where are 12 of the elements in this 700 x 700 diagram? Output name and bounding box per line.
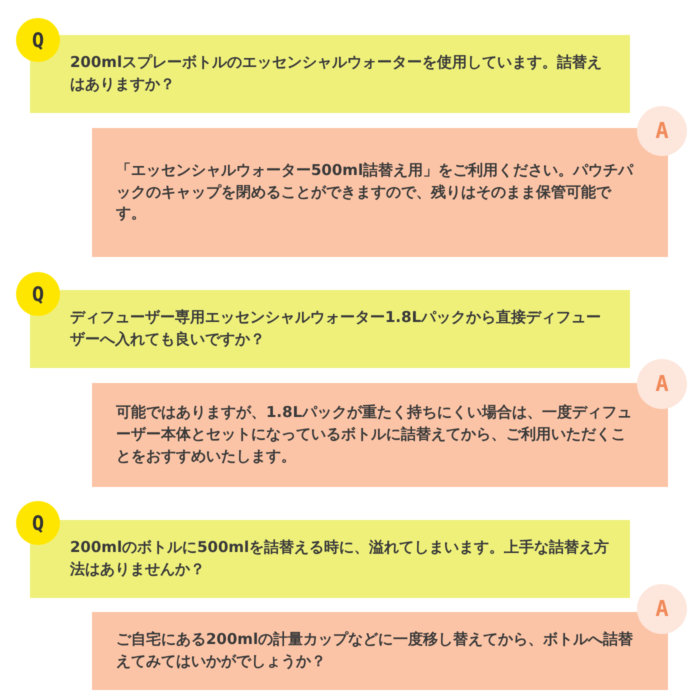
answer-marker: A [637,359,687,409]
answer-marker: A [637,106,687,156]
answer-text: 可能ではありますが、1.8Lパックが重たく持ちにくい場合は、一度ディフューザー本体とセットになっているボトルに詰替えてから、ご利用いただくことをおすすめいたします。 [116,402,634,467]
question-marker: Q [16,18,60,62]
answer-text: ご自宅にある200mlの計量カップなどに一度移し替えてから、ボトルへ詰替えてみてはいかがでしょうか？ [116,629,634,672]
answer-text: 「エッセンシャルウォーター500ml詰替え用」をご利用ください。パウチパックのキャップを閉めることができますので、残りはそのまま保管可能です。 [116,160,634,224]
question-marker: Q [16,272,60,316]
question-text: ディフューザー専用エッセンシャルウォーター1.8Lパックから直接ディフューザーへ入れても良いですか？ [70,307,602,350]
question-marker: Q [16,501,60,545]
question-text: 200mlスプレーボトルのエッセンシャルウォーターを使用しています。詰替えはありますか？ [70,52,604,95]
answer-marker: A [637,584,687,634]
question-text: 200mlのボトルに500mlを詰替える時に、溢れてしまいます。上手な詰替え方法はありませんか？ [70,537,610,580]
